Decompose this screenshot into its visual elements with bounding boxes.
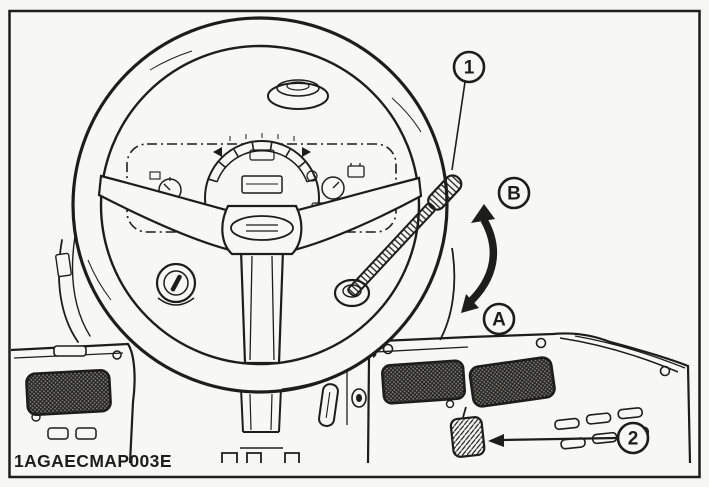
callout-1: 1 (451, 50, 486, 171)
left-fender (10, 342, 136, 464)
knob-center (356, 394, 362, 402)
item-2-pedal (449, 406, 486, 458)
bolt-icon (382, 343, 394, 355)
bolt-icon (535, 337, 547, 349)
callout-b-label: B (507, 184, 521, 205)
ignition-switch (155, 262, 197, 306)
wheel-spoke-bottom (239, 248, 285, 365)
odometer-window (249, 149, 275, 161)
temp-gauge-icon (321, 176, 345, 200)
clutch-pedal-pad (381, 359, 466, 405)
rim-highlights (87, 50, 422, 390)
steering-column (240, 387, 283, 449)
lcd-display (241, 175, 283, 194)
callout-2-leader (501, 436, 618, 442)
figure-code: 1AGAECMAP003E (14, 451, 172, 471)
direction-arrow (461, 204, 498, 313)
left-pedal-pad (25, 368, 112, 416)
callout-a: A (482, 302, 516, 336)
control-lever (333, 174, 463, 308)
figure-border (8, 9, 701, 479)
steering-wheel (71, 16, 449, 394)
arrowhead-up (471, 204, 495, 223)
dash-cap (267, 79, 329, 110)
fender-plate (53, 345, 87, 357)
callout-2-label: 2 (628, 429, 639, 450)
vent-slot (47, 427, 69, 440)
wheel-hub (221, 204, 303, 256)
telltale-icon (149, 171, 161, 180)
callout-2: 2 (488, 421, 650, 455)
brand-badge (230, 215, 294, 241)
brake-pedal-pad (468, 356, 556, 408)
battery-icon (347, 163, 365, 178)
right-cowl (439, 247, 456, 341)
tractor-body (10, 235, 692, 464)
callout-2-arrowhead (488, 434, 504, 447)
brake-paddle (318, 383, 339, 428)
key-slot (170, 274, 182, 292)
bolt-icon (112, 350, 122, 360)
callout-b: B (497, 176, 531, 210)
bolt-icon (445, 399, 455, 409)
vent-slot (75, 427, 97, 440)
bolt-icon (659, 365, 671, 377)
cluster-top-ticks (229, 133, 295, 141)
wheel-rim-outer (71, 16, 449, 394)
bolt-icon (31, 412, 41, 422)
right-platform (346, 332, 692, 464)
callout-a-label: A (492, 310, 506, 331)
callout-1-leader (451, 81, 466, 171)
body-bottom-tabs (221, 452, 300, 463)
left-cowl (55, 235, 91, 343)
lever-grip (427, 174, 463, 211)
cowl-latch (55, 252, 72, 278)
turn-indicator-left-icon (213, 147, 222, 157)
telltale-icon (306, 170, 318, 182)
turn-indicator-right-icon (302, 147, 311, 157)
callout-1-label: 1 (464, 58, 475, 79)
gauge-ticks (207, 142, 317, 183)
arrowhead-down (461, 294, 479, 313)
